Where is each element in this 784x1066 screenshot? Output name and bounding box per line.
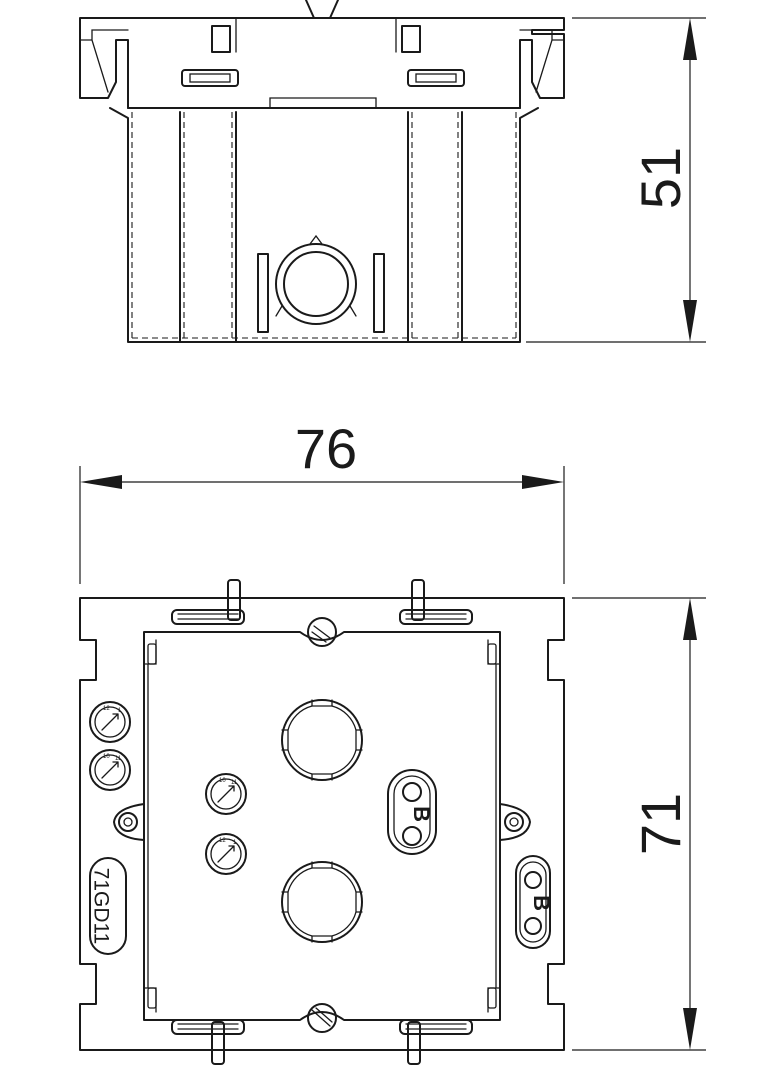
bottom-clip-right [399,1019,473,1035]
dial-digit: 11 [231,780,238,786]
side-right-clip [519,29,565,93]
side-knockout-outer [275,243,357,325]
dial-digit: 11 [115,756,122,762]
side-top-flange [79,17,565,109]
bottom-clip-left [171,1019,245,1035]
dimension-width-top: 76 [79,417,565,584]
top-inner-square [143,631,501,1021]
left-ear-hole [118,812,138,832]
side-slot-vert-left [257,253,269,333]
dial-digit: 10 [219,778,226,784]
side-view [79,0,565,343]
side-slot-right [401,25,421,53]
dimension-height-top: 71 [572,597,706,1051]
dial-digit: 10 [103,754,110,760]
side-knockout-inner [283,251,349,317]
side-body [109,107,539,343]
obo-badge-inner: B [387,769,437,855]
dial-digit: 12 [219,838,226,844]
dimension-76-label: 76 [295,417,357,480]
left-ear [113,803,145,841]
top-pin-left [227,579,241,621]
side-left-clip [79,29,129,93]
product-code-label: 71GD11 [89,868,112,945]
date-dial-upper-inner: 10 11 [205,773,247,815]
bottom-pin-left [211,1021,225,1065]
dial-digit: 12 [103,706,110,712]
date-dial-lower-inner: 12 1 [205,833,247,875]
top-view: B B 71GD11 12 1 10 11 [79,579,565,1065]
top-outer-frame [79,597,565,1051]
right-ear-hole [504,812,524,832]
side-top-pin [305,0,339,19]
top-clip-left [171,609,245,625]
bottom-screw-head [307,1003,337,1033]
side-slot-vert-right [373,253,385,333]
side-latch-right [407,69,465,87]
date-dial-lower-left: 10 11 [89,749,131,791]
top-clip-right [399,609,473,625]
obo-badge-outer: B [515,855,554,949]
dimension-51-label: 51 [629,147,692,209]
product-code-badge: 71GD11 [89,857,127,955]
obo-letter-b-outer: B [529,895,554,911]
side-latch-left [181,69,239,87]
dial-digit: 1 [233,840,237,846]
top-screw-head [307,617,337,647]
date-dial-upper-left: 12 1 [89,701,131,743]
knockout-lower [281,861,363,943]
obo-letter-b: B [409,806,434,822]
dimension-71-label: 71 [629,793,692,855]
bottom-pin-right [407,1021,421,1065]
dial-digit: 1 [118,708,122,714]
dimension-height-side: 51 [526,17,706,343]
right-ear [499,803,531,841]
top-pin-right [411,579,425,621]
side-slot-left [211,25,231,53]
knockout-upper [281,699,363,781]
